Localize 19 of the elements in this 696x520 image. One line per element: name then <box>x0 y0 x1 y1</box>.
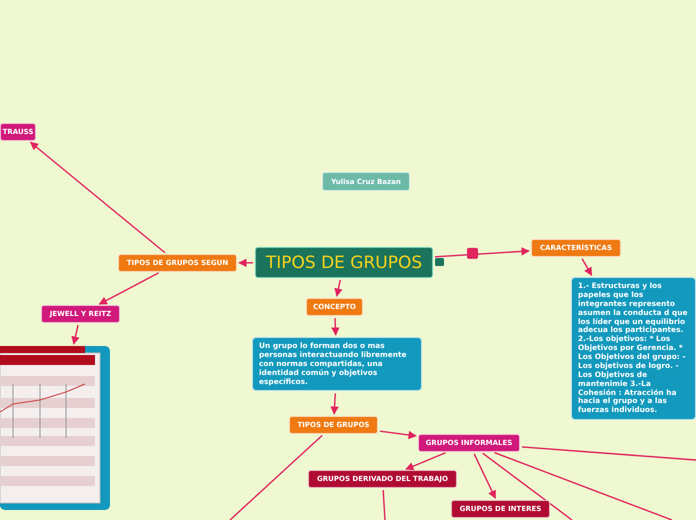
arrow <box>30 142 166 254</box>
arrow <box>330 393 339 415</box>
connector-line <box>230 434 323 520</box>
arrow <box>331 318 340 336</box>
connector-line <box>494 452 672 520</box>
connector-line <box>382 490 386 520</box>
arrow <box>380 430 417 440</box>
arrow <box>98 272 159 305</box>
arrow <box>474 454 496 499</box>
connector-line <box>522 446 696 461</box>
central-topic-box: TIPOS DE GRUPOS <box>255 247 433 278</box>
connector-line <box>482 452 572 520</box>
arrow <box>434 247 530 258</box>
arrow <box>334 280 343 297</box>
arrow <box>238 258 253 267</box>
arrow <box>71 324 80 345</box>
arrow <box>405 452 446 470</box>
table-picture <box>0 346 110 510</box>
arrow <box>582 258 592 276</box>
